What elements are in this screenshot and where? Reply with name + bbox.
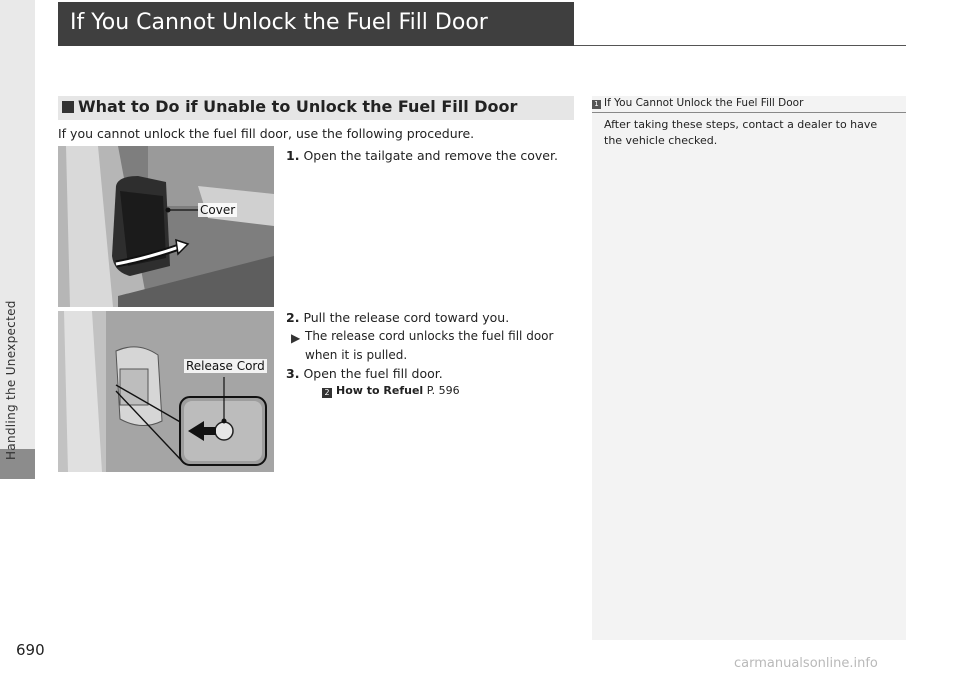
side-chapter-tab: Handling the Unexpected: [0, 0, 35, 678]
page-title-bar: If You Cannot Unlock the Fuel Fill Door: [58, 2, 574, 46]
cross-reference[interactable]: 2 How to Refuel P. 596: [322, 384, 460, 398]
note-title-text: If You Cannot Unlock the Fuel Fill Door: [604, 97, 804, 109]
section-heading: What to Do if Unable to Unlock the Fuel …: [78, 97, 518, 116]
step-3-text: Open the fuel fill door.: [303, 366, 443, 381]
note-icon: 1: [592, 100, 601, 109]
section-square-icon: [62, 101, 74, 113]
note-body: After taking these steps, contact a deal…: [604, 118, 878, 147]
step-2-text: Pull the release cord toward you.: [303, 310, 510, 325]
page-number: 690: [16, 641, 45, 659]
step-1-text: Open the tailgate and remove the cover.: [303, 148, 558, 163]
cover-illustration: [58, 146, 274, 307]
side-strip: [0, 0, 35, 449]
step-2-result-text: The release cord unlocks the fuel fill d…: [305, 329, 554, 362]
step-1: 1. Open the tailgate and remove the cove…: [286, 148, 558, 163]
watermark: carmanualsonline.info: [734, 656, 878, 671]
step-2-result: ▶ The release cord unlocks the fuel fill…: [291, 327, 577, 365]
page-title: If You Cannot Unlock the Fuel Fill Door: [70, 10, 488, 35]
result-triangle-icon: ▶: [291, 331, 301, 345]
cover-callout: Cover: [198, 203, 238, 217]
step-2-number: 2.: [286, 310, 300, 325]
section-heading-bar: What to Do if Unable to Unlock the Fuel …: [58, 96, 574, 120]
cover-photo: [58, 146, 274, 307]
step-3: 3. Open the fuel fill door.: [286, 366, 443, 381]
step-1-number: 1.: [286, 148, 300, 163]
step-3-number: 3.: [286, 366, 300, 381]
release-cord-illustration: [58, 311, 274, 472]
chapter-label: Handling the Unexpected: [4, 300, 18, 460]
note-rule: [592, 112, 906, 113]
intro-text: If you cannot unlock the fuel fill door,…: [58, 126, 475, 141]
reference-arrow-icon: 2: [322, 388, 332, 398]
reference-page: P. 596: [426, 384, 460, 397]
step-2: 2. Pull the release cord toward you.: [286, 310, 509, 325]
side-marker: [0, 449, 35, 479]
note-panel: [592, 96, 906, 640]
release-cord-callout: Release Cord: [184, 359, 267, 373]
reference-link[interactable]: How to Refuel: [336, 384, 424, 397]
title-rule: [574, 45, 906, 46]
release-cord-photo: [58, 311, 274, 472]
